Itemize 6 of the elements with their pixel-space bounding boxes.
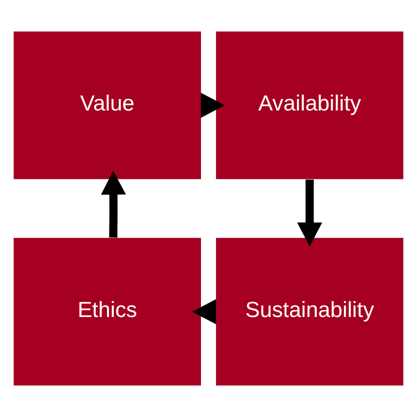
arrow <box>297 179 322 246</box>
node-box: Ethics <box>14 237 201 386</box>
arrow <box>100 170 126 238</box>
node-box: Sustainability <box>216 237 404 386</box>
node-box: Value <box>14 30 201 179</box>
node-box: Availability <box>216 30 404 179</box>
